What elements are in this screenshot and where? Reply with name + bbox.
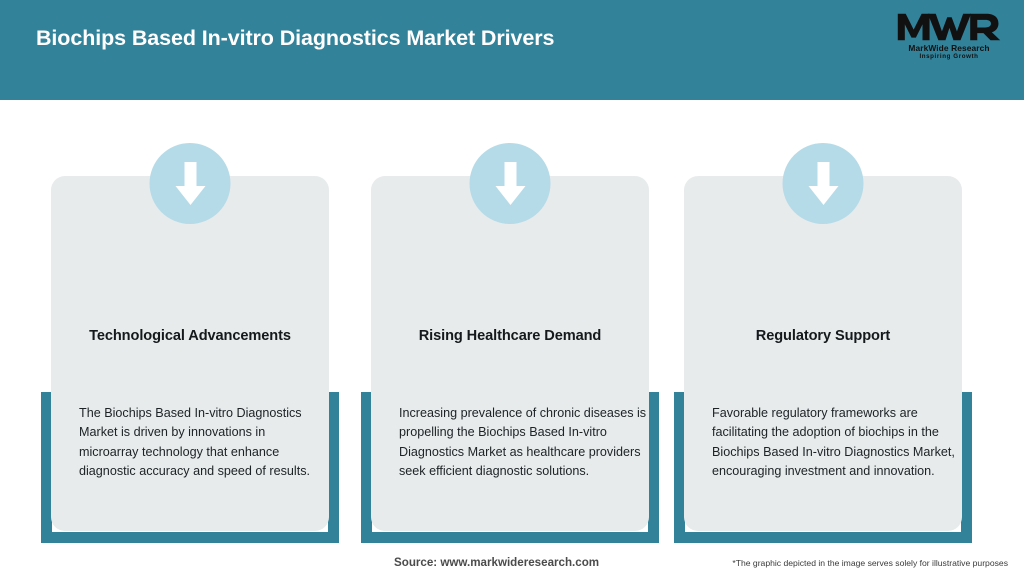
card-body-2: Increasing prevalence of chronic disease… xyxy=(399,406,647,478)
page-title: Biochips Based In-vitro Diagnostics Mark… xyxy=(36,26,555,50)
logo-name: MarkWide Research xyxy=(908,43,990,53)
card-title-3: Regulatory Support xyxy=(755,328,891,344)
driver-card-1[interactable]: Technological Advancements The Biochips … xyxy=(31,100,349,546)
card-bracket-3 xyxy=(674,392,972,543)
logo-tagline: Inspiring Growth xyxy=(919,53,979,60)
down-arrow-icon xyxy=(149,143,231,224)
card-body-1: The Biochips Based In-vitro Diagnostics … xyxy=(79,406,311,478)
card-panel-3: Regulatory Support Favorable regulatory … xyxy=(684,176,962,531)
card-title-1: Technological Advancements xyxy=(89,328,291,344)
driver-card-3[interactable]: Regulatory Support Favorable regulatory … xyxy=(664,100,982,546)
card-body-3: Favorable regulatory frameworks are faci… xyxy=(712,406,955,478)
mwr-logo-icon xyxy=(897,13,1001,41)
card-title-2: Rising Healthcare Demand xyxy=(418,328,602,344)
header-band: Biochips Based In-vitro Diagnostics Mark… xyxy=(0,0,1024,100)
drivers-card-row: Technological Advancements The Biochips … xyxy=(0,100,1024,546)
card-bracket-2 xyxy=(361,392,659,543)
card-panel-1: Technological Advancements The Biochips … xyxy=(51,176,329,531)
card-panel-2: Rising Healthcare Demand Increasing prev… xyxy=(371,176,649,531)
driver-card-2[interactable]: Rising Healthcare Demand Increasing prev… xyxy=(351,100,669,546)
card-bracket-1 xyxy=(41,392,339,543)
down-arrow-icon xyxy=(469,143,551,224)
disclaimer-note: *The graphic depicted in the image serve… xyxy=(732,558,1008,568)
source-label: Source: www.markwideresearch.com xyxy=(394,556,600,569)
down-arrow-icon xyxy=(782,143,864,224)
brand-logo: MarkWide Research Inspiring Growth xyxy=(896,10,1002,68)
